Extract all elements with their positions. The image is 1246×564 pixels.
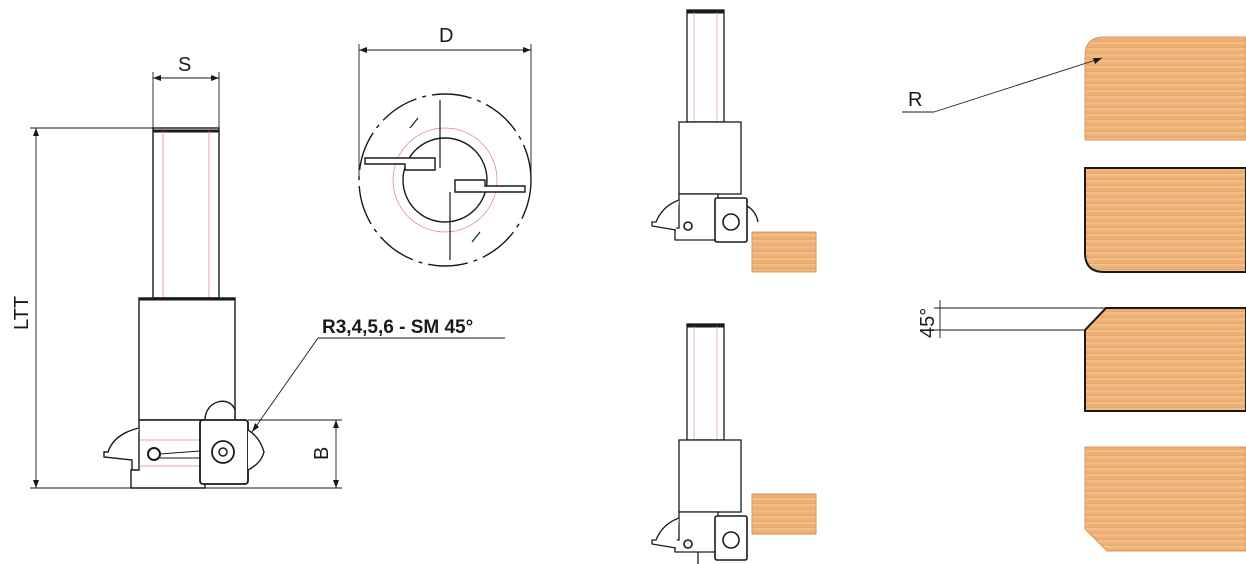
main-side-view — [30, 72, 505, 489]
inner-circle — [402, 137, 488, 223]
label-r: R — [908, 89, 922, 111]
small-view-bottom — [651, 323, 748, 564]
profile-radius-bottom — [1084, 167, 1246, 273]
label-ltt: LTT — [11, 296, 33, 330]
profile-chamfer-bottom — [1084, 446, 1246, 552]
cutter-head — [130, 419, 206, 489]
label-45: 45° — [917, 308, 939, 338]
shank — [152, 127, 220, 299]
profile-radius-top — [1084, 36, 1246, 141]
profile-chamfer-top — [1084, 307, 1246, 412]
top-view — [358, 44, 532, 267]
angle-dimension — [934, 300, 1106, 338]
workpiece-bottom — [751, 493, 817, 535]
radius-leader — [902, 57, 1103, 113]
label-s: S — [178, 54, 191, 76]
label-insert-spec: R3,4,5,6 - SM 45° — [322, 317, 473, 338]
label-b: B — [311, 447, 333, 460]
outer-circle — [358, 93, 532, 267]
label-d: D — [439, 25, 453, 47]
workpiece-top — [751, 231, 817, 273]
small-view-top — [651, 9, 759, 243]
